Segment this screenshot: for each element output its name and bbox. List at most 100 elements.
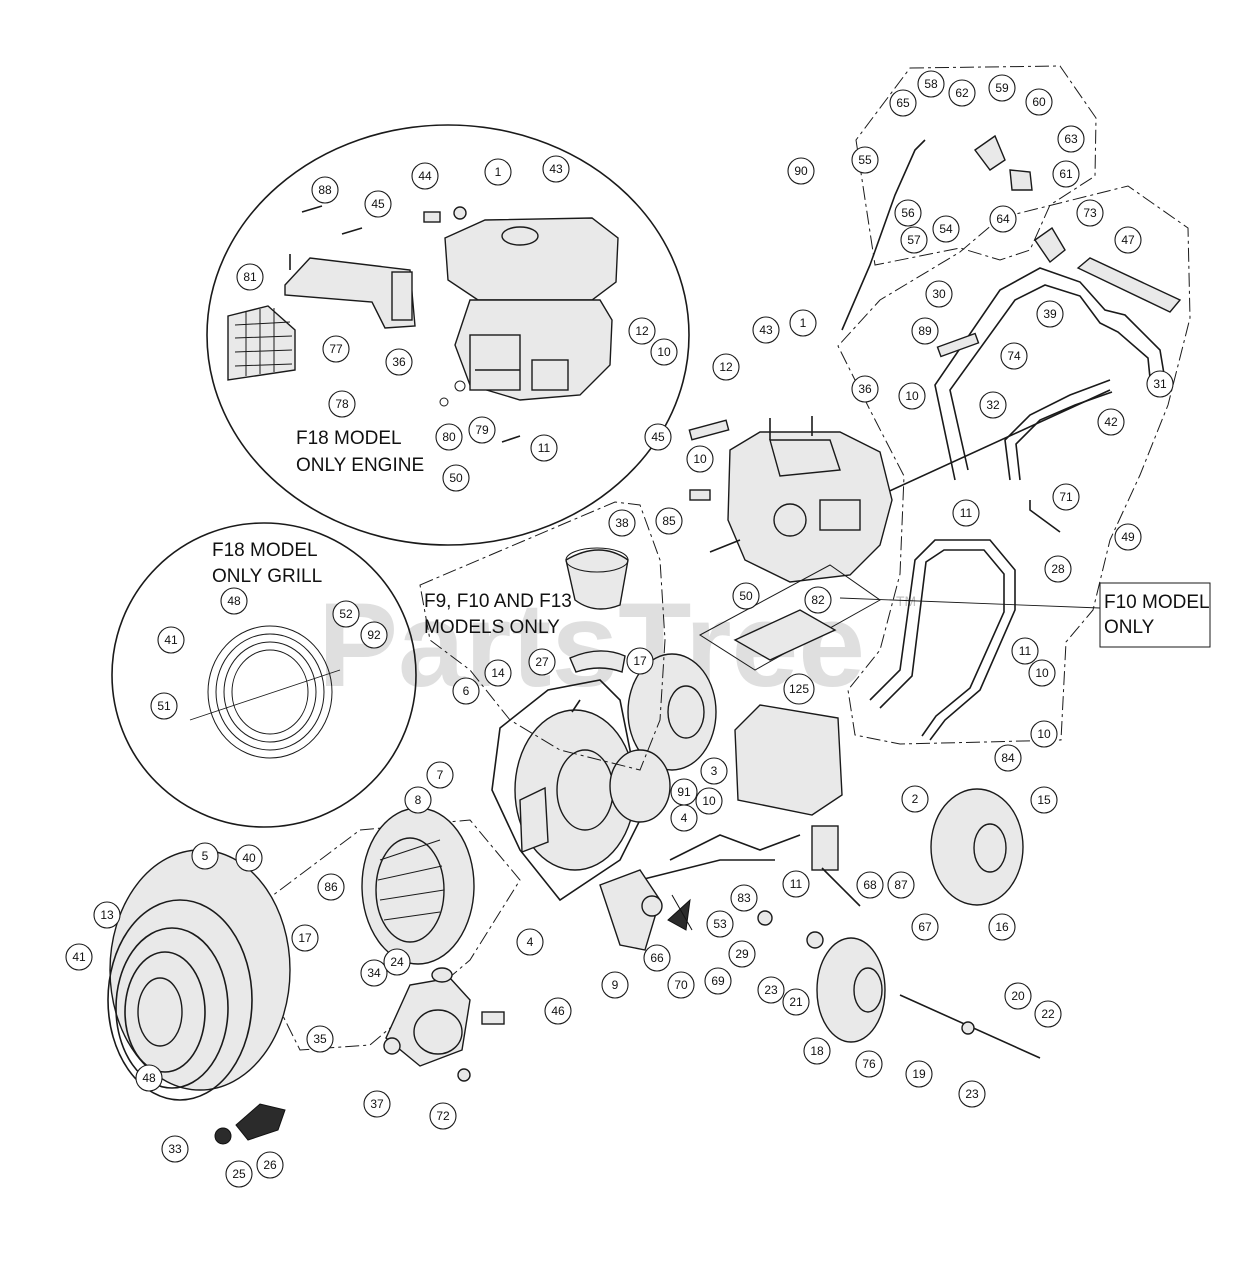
callout-45[interactable]: 45 [644, 423, 672, 451]
callout-10[interactable]: 10 [1030, 720, 1058, 748]
callout-90[interactable]: 90 [787, 157, 815, 185]
callout-4[interactable]: 4 [516, 928, 544, 956]
callout-84[interactable]: 84 [994, 744, 1022, 772]
callout-27[interactable]: 27 [528, 648, 556, 676]
callout-10[interactable]: 10 [686, 445, 714, 473]
callout-11[interactable]: 11 [1011, 637, 1039, 665]
callout-30[interactable]: 30 [925, 280, 953, 308]
callout-10[interactable]: 10 [898, 382, 926, 410]
callout-9[interactable]: 9 [601, 971, 629, 999]
callout-36[interactable]: 36 [385, 348, 413, 376]
callout-41[interactable]: 41 [157, 626, 185, 654]
callout-13[interactable]: 13 [93, 901, 121, 929]
callout-10[interactable]: 10 [650, 338, 678, 366]
callout-44[interactable]: 44 [411, 162, 439, 190]
callout-79[interactable]: 79 [468, 416, 496, 444]
callout-46[interactable]: 46 [544, 997, 572, 1025]
callout-10[interactable]: 10 [1028, 659, 1056, 687]
callout-22[interactable]: 22 [1034, 1000, 1062, 1028]
callout-2[interactable]: 2 [901, 785, 929, 813]
callout-14[interactable]: 14 [484, 659, 512, 687]
callout-83[interactable]: 83 [730, 884, 758, 912]
callout-7[interactable]: 7 [426, 761, 454, 789]
callout-80[interactable]: 80 [435, 423, 463, 451]
callout-16[interactable]: 16 [988, 913, 1016, 941]
callout-1[interactable]: 1 [484, 158, 512, 186]
callout-65[interactable]: 65 [889, 89, 917, 117]
callout-43[interactable]: 43 [542, 155, 570, 183]
callout-69[interactable]: 69 [704, 967, 732, 995]
callout-12[interactable]: 12 [628, 317, 656, 345]
callout-24[interactable]: 24 [383, 948, 411, 976]
callout-73[interactable]: 73 [1076, 199, 1104, 227]
callout-11[interactable]: 11 [952, 499, 980, 527]
callout-31[interactable]: 31 [1146, 370, 1174, 398]
callout-4[interactable]: 4 [670, 804, 698, 832]
callout-48[interactable]: 48 [220, 587, 248, 615]
callout-52[interactable]: 52 [332, 600, 360, 628]
callout-51[interactable]: 51 [150, 692, 178, 720]
callout-53[interactable]: 53 [706, 910, 734, 938]
callout-59[interactable]: 59 [988, 74, 1016, 102]
callout-21[interactable]: 21 [782, 988, 810, 1016]
callout-33[interactable]: 33 [161, 1135, 189, 1163]
callout-86[interactable]: 86 [317, 873, 345, 901]
callout-35[interactable]: 35 [306, 1025, 334, 1053]
callout-60[interactable]: 60 [1025, 88, 1053, 116]
callout-85[interactable]: 85 [655, 507, 683, 535]
callout-18[interactable]: 18 [803, 1037, 831, 1065]
callout-43[interactable]: 43 [752, 316, 780, 344]
callout-89[interactable]: 89 [911, 317, 939, 345]
callout-81[interactable]: 81 [236, 263, 264, 291]
callout-76[interactable]: 76 [855, 1050, 883, 1078]
callout-64[interactable]: 64 [989, 205, 1017, 233]
callout-3[interactable]: 3 [700, 757, 728, 785]
callout-38[interactable]: 38 [608, 509, 636, 537]
callout-42[interactable]: 42 [1097, 408, 1125, 436]
callout-66[interactable]: 66 [643, 944, 671, 972]
callout-1[interactable]: 1 [789, 309, 817, 337]
callout-54[interactable]: 54 [932, 215, 960, 243]
callout-29[interactable]: 29 [728, 940, 756, 968]
callout-48[interactable]: 48 [135, 1064, 163, 1092]
callout-57[interactable]: 57 [900, 226, 928, 254]
callout-8[interactable]: 8 [404, 786, 432, 814]
callout-5[interactable]: 5 [191, 842, 219, 870]
callout-41[interactable]: 41 [65, 943, 93, 971]
callout-6[interactable]: 6 [452, 677, 480, 705]
callout-34[interactable]: 34 [360, 959, 388, 987]
callout-74[interactable]: 74 [1000, 342, 1028, 370]
callout-67[interactable]: 67 [911, 913, 939, 941]
callout-28[interactable]: 28 [1044, 555, 1072, 583]
callout-71[interactable]: 71 [1052, 483, 1080, 511]
callout-11[interactable]: 11 [782, 870, 810, 898]
callout-39[interactable]: 39 [1036, 300, 1064, 328]
callout-49[interactable]: 49 [1114, 523, 1142, 551]
callout-12[interactable]: 12 [712, 353, 740, 381]
callout-20[interactable]: 20 [1004, 982, 1032, 1010]
callout-72[interactable]: 72 [429, 1102, 457, 1130]
callout-37[interactable]: 37 [363, 1090, 391, 1118]
callout-50[interactable]: 50 [732, 582, 760, 610]
callout-45[interactable]: 45 [364, 190, 392, 218]
callout-61[interactable]: 61 [1052, 160, 1080, 188]
callout-32[interactable]: 32 [979, 391, 1007, 419]
callout-77[interactable]: 77 [322, 335, 350, 363]
callout-56[interactable]: 56 [894, 199, 922, 227]
callout-40[interactable]: 40 [235, 844, 263, 872]
callout-91[interactable]: 91 [670, 778, 698, 806]
callout-50[interactable]: 50 [442, 464, 470, 492]
callout-10[interactable]: 10 [695, 787, 723, 815]
callout-87[interactable]: 87 [887, 871, 915, 899]
callout-63[interactable]: 63 [1057, 125, 1085, 153]
callout-82[interactable]: 82 [804, 586, 832, 614]
callout-17[interactable]: 17 [291, 924, 319, 952]
callout-15[interactable]: 15 [1030, 786, 1058, 814]
callout-70[interactable]: 70 [667, 971, 695, 999]
callout-19[interactable]: 19 [905, 1060, 933, 1088]
callout-58[interactable]: 58 [917, 70, 945, 98]
callout-25[interactable]: 25 [225, 1160, 253, 1188]
callout-88[interactable]: 88 [311, 176, 339, 204]
callout-125[interactable]: 125 [783, 673, 815, 705]
callout-23[interactable]: 23 [757, 976, 785, 1004]
